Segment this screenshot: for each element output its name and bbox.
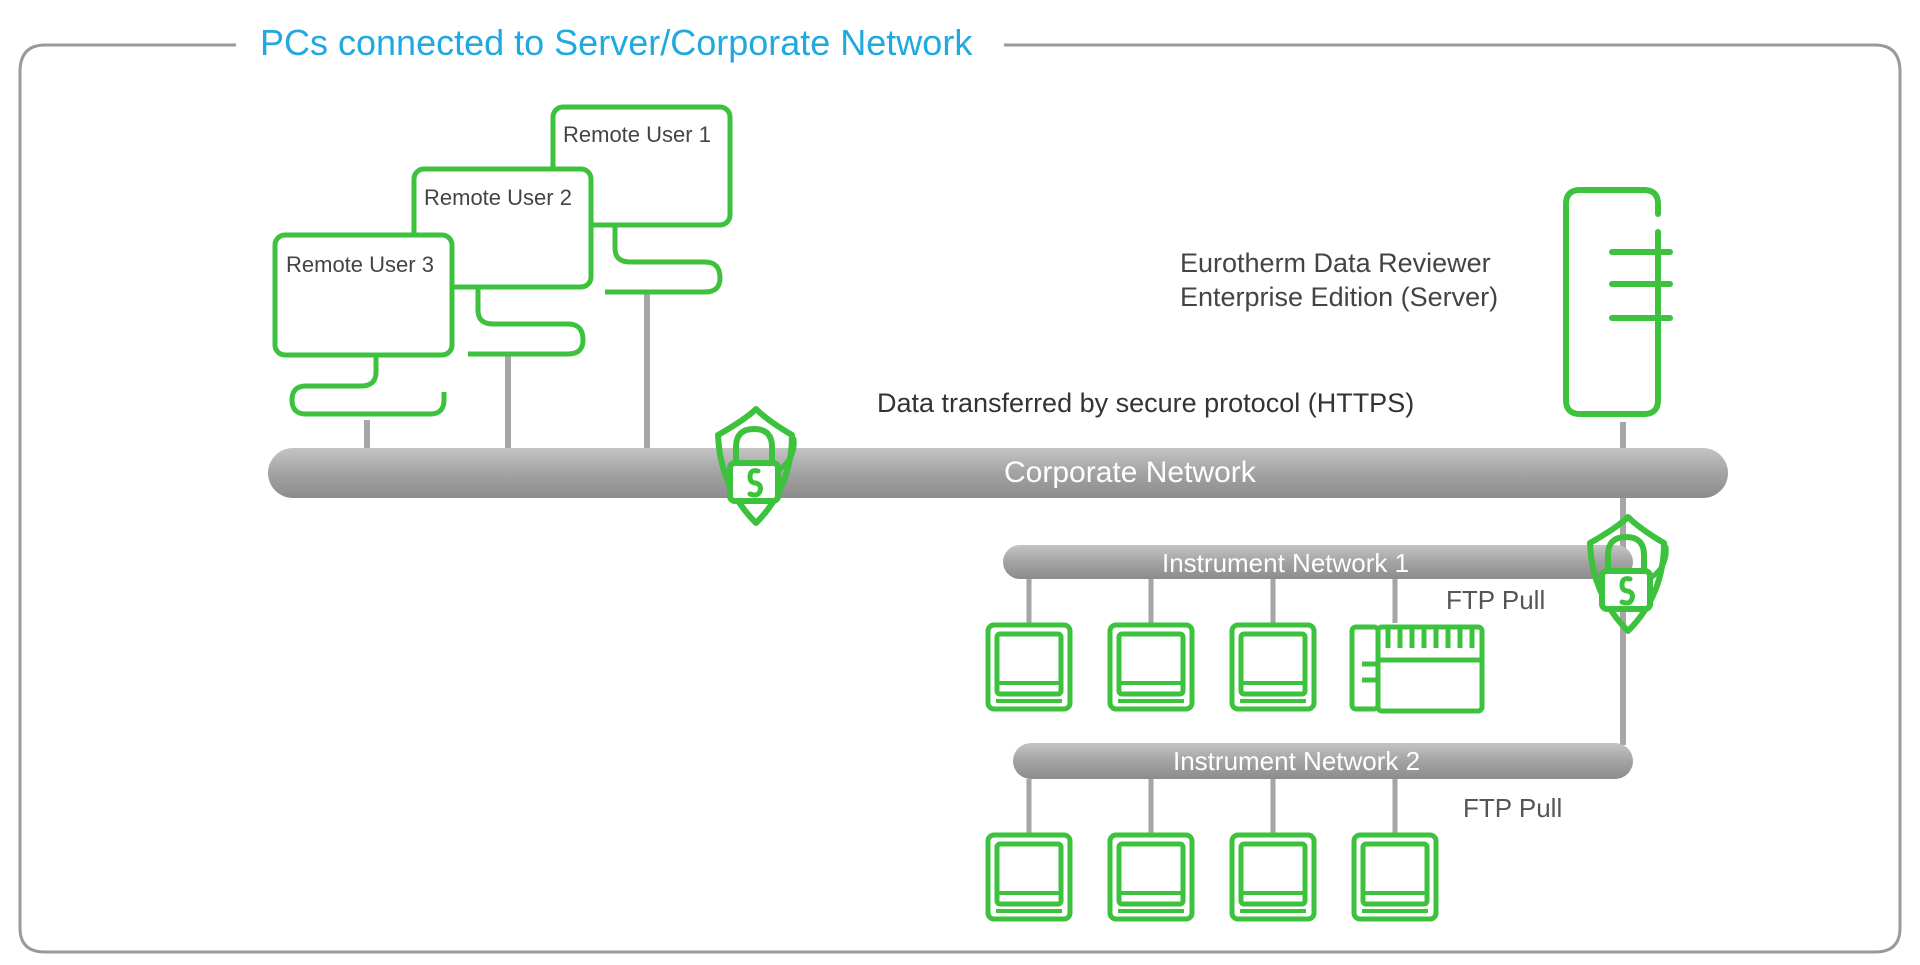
server-label-line1: Eurotherm Data Reviewer: [1180, 248, 1491, 278]
instrument-recorder-icon: [1110, 835, 1192, 919]
instrument-recorder-icon: [1232, 625, 1314, 709]
controller-module-icon: [1349, 624, 1485, 714]
security-shield-icon: [1590, 517, 1666, 631]
frame-title: PCs connected to Server/Corporate Networ…: [242, 22, 991, 64]
security-shield-icon: [718, 409, 794, 523]
instrument-recorder-icon: [1232, 835, 1314, 919]
transfer-note: Data transferred by secure protocol (HTT…: [877, 388, 1415, 418]
instrument-recorder-icon: [988, 625, 1070, 709]
outer-frame: [18, 43, 1902, 954]
instrument-network-2-pipe: [1013, 743, 1633, 779]
instrument-recorder-icon: [1110, 625, 1192, 709]
instrument-recorder-icon: [1354, 835, 1436, 919]
instrument-recorder-icon: [988, 835, 1070, 919]
instrument-network-2-label: Instrument Network 2: [1173, 746, 1421, 776]
instrument-network-2-protocol: FTP Pull: [1463, 793, 1563, 823]
corporate-network-label: Corporate Network: [1004, 456, 1256, 489]
instrument-network-1-pipe: [1003, 545, 1633, 579]
remote-user-2-label: Remote User 2: [424, 185, 572, 210]
pc-monitor-icon: [272, 104, 733, 417]
remote-user-3-label: Remote User 3: [286, 252, 434, 277]
server-label: Eurotherm Data Reviewer Enterprise Editi…: [1180, 246, 1498, 314]
server-icon: [1563, 187, 1673, 417]
instrument-network-1-label: Instrument Network 1: [1162, 548, 1410, 578]
corporate-network-pipe: [268, 448, 1728, 498]
remote-user-1-label: Remote User 1: [563, 122, 711, 147]
server-label-line2: Enterprise Edition (Server): [1180, 282, 1499, 312]
instrument-network-1-protocol: FTP Pull: [1446, 585, 1546, 615]
